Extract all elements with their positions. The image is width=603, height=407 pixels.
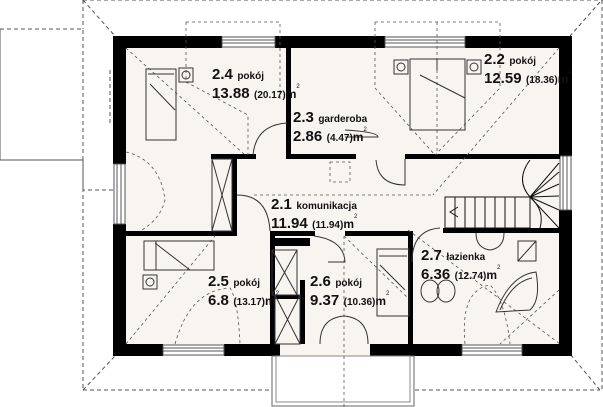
room-label-2-1: 2.1 komunikacja 11.94 (11.94)m2 — [271, 196, 358, 232]
fixtures — [142, 59, 538, 313]
doors — [236, 122, 441, 345]
room-label-2-6: 2.6 pokój 9.37 (10.36)m2 — [310, 273, 390, 309]
room-label-2-3: 2.3 garderoba 2.86 (4.47)m2 — [293, 109, 368, 145]
room-label-2-4: 2.4 pokój 13.88 (20.17)m2 — [212, 66, 300, 102]
guide-lines — [125, 21, 561, 407]
bed-2-5 — [143, 240, 215, 271]
room-label-2-7: 2.7 łazienka 6.36 (12.74)m2 — [421, 247, 501, 283]
room-label-2-5: 2.5 pokój 6.8 (13.17)m2 — [208, 273, 280, 309]
outer-walls — [113, 36, 572, 356]
beds — [143, 58, 466, 317]
room-label-2-2: 2.2 pokój 12.59 (18.36)m2 — [484, 51, 572, 87]
bed-2-4 — [145, 68, 177, 141]
wardrobes — [211, 158, 301, 345]
balcony — [271, 355, 415, 407]
floor-area — [115, 36, 570, 356]
bed-2-6 — [376, 248, 410, 317]
roof-outline-left — [0, 28, 84, 161]
staircase — [444, 159, 560, 229]
windows — [113, 36, 572, 356]
